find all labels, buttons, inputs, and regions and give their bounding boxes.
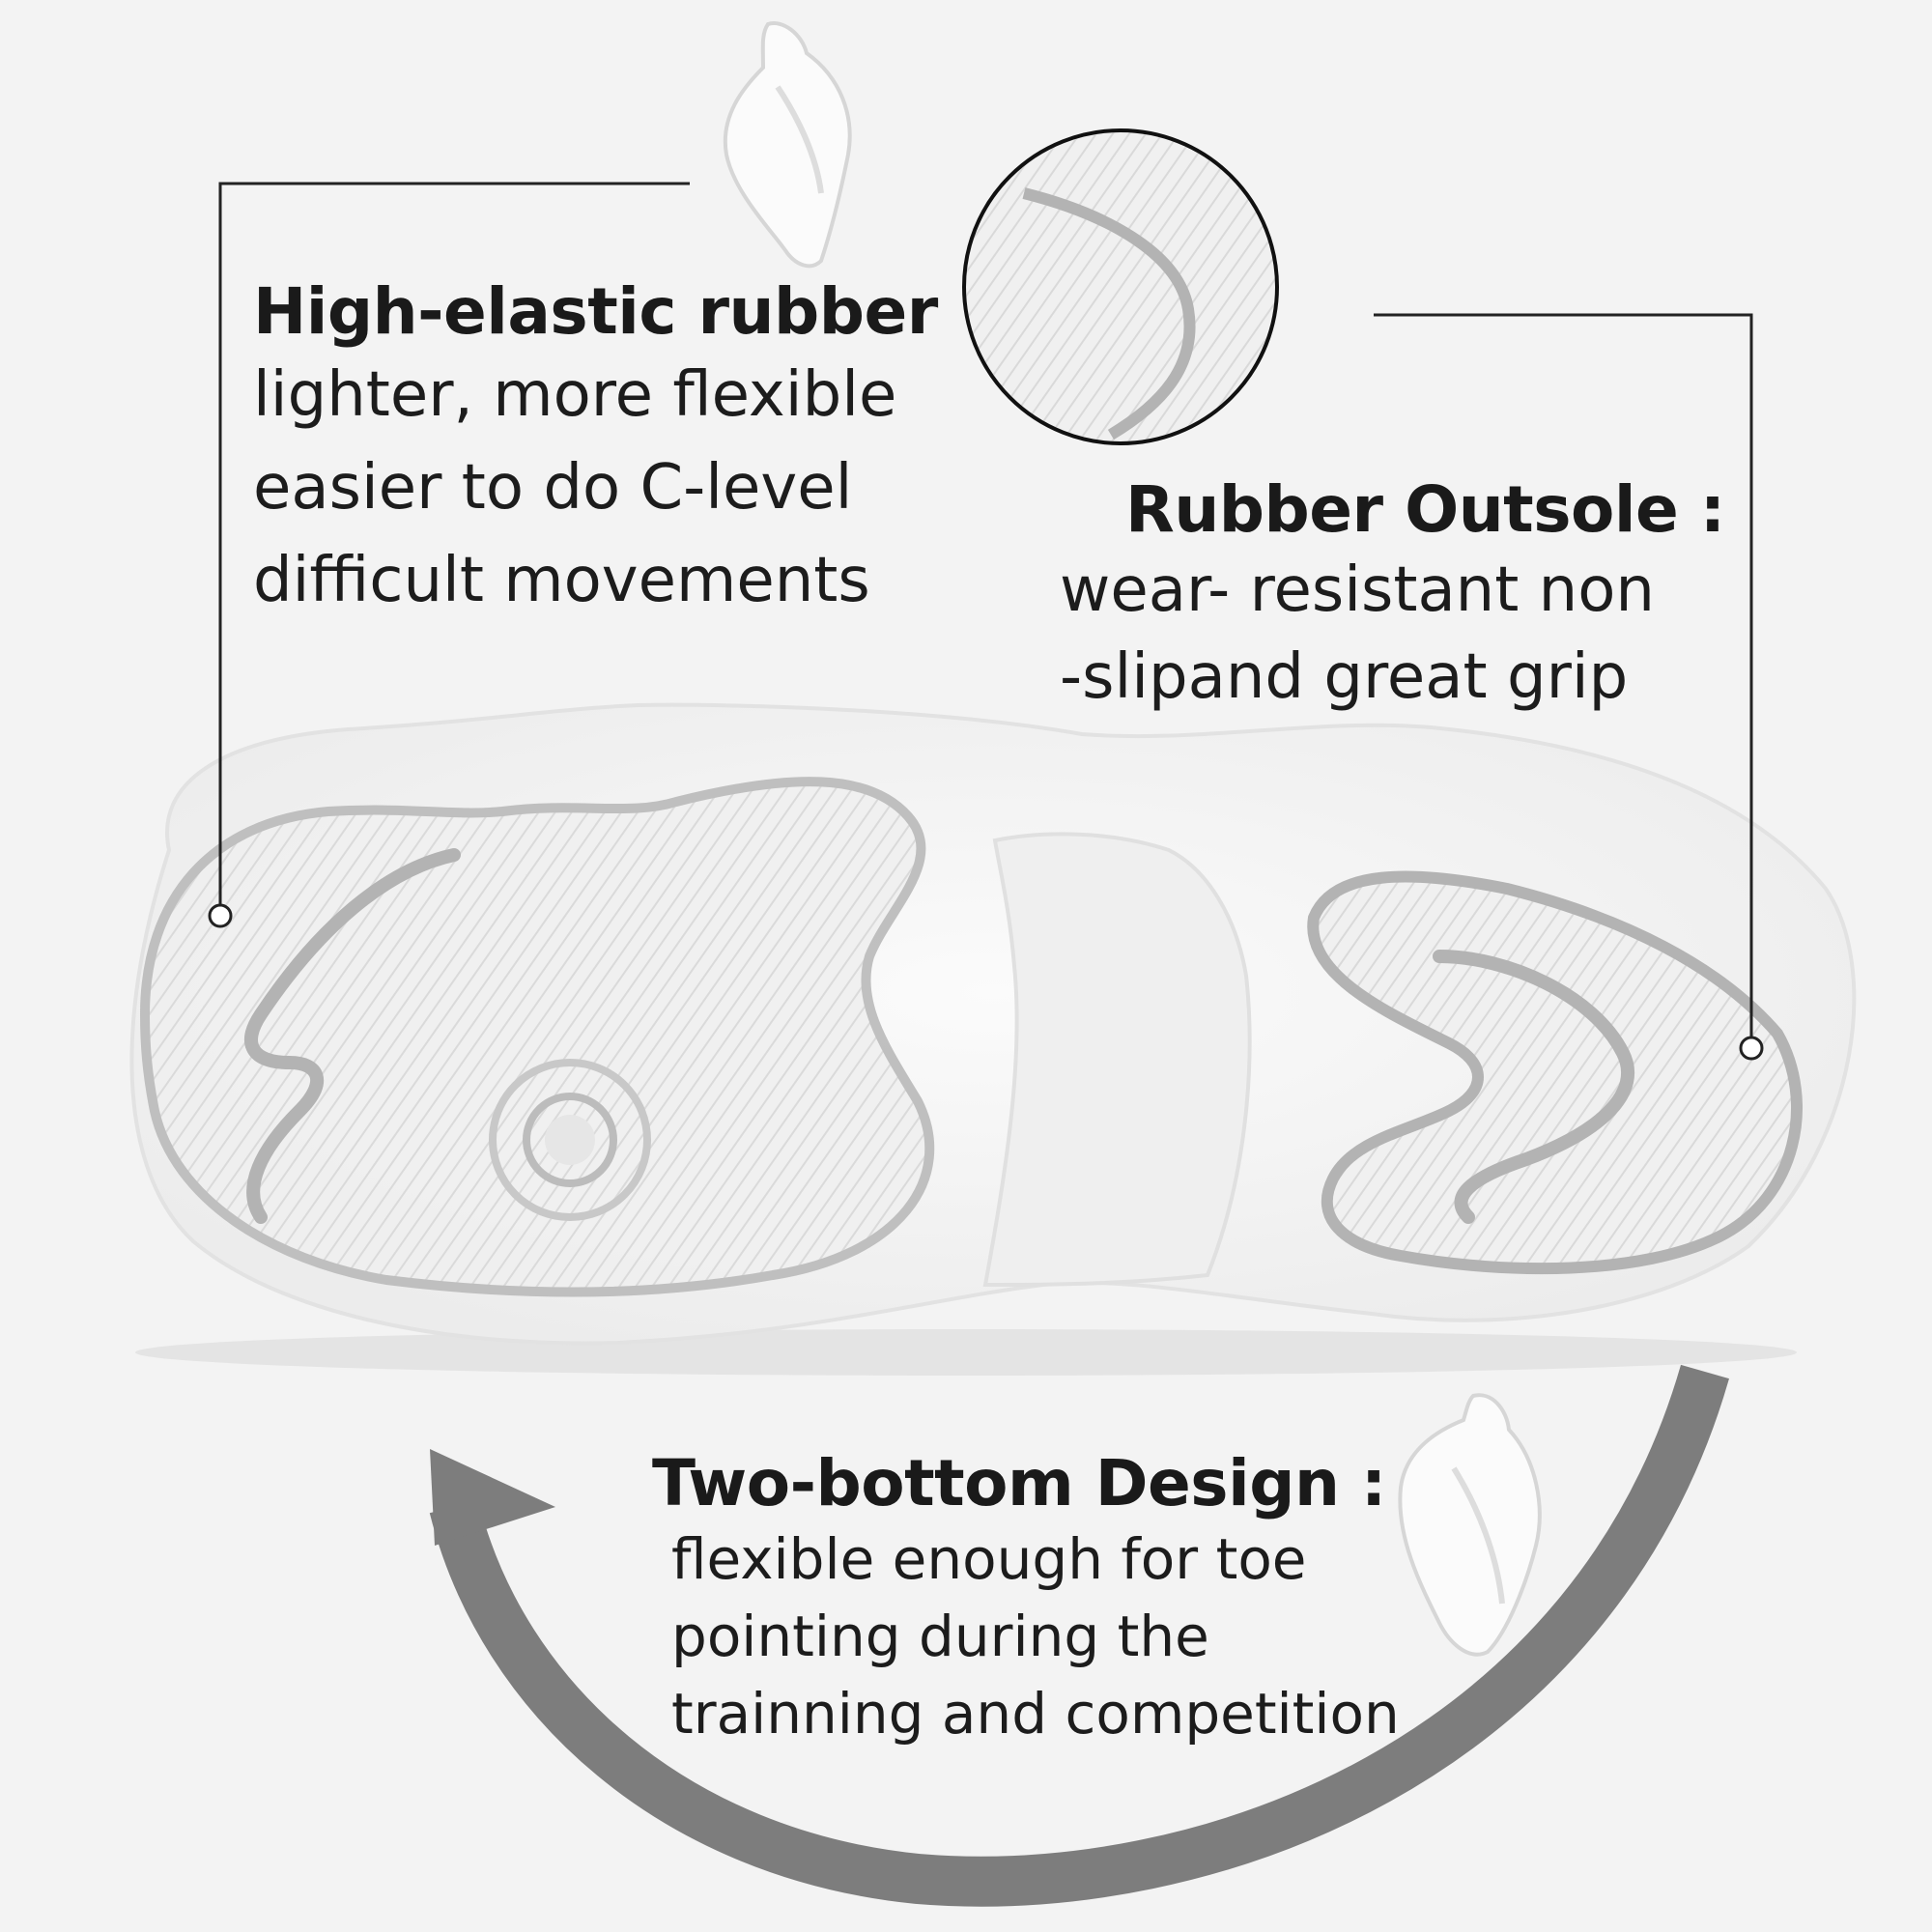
pivot-outer-ring: [489, 1059, 651, 1221]
floor-shadow: [135, 1329, 1797, 1376]
elastic-line-2: easier to do C-level: [253, 451, 853, 524]
pivot-center: [545, 1115, 595, 1165]
pivot-inner-ring: [523, 1093, 617, 1187]
heel-tread-area: [139, 777, 935, 1297]
shoe-thumbnail-icon: [1398, 1393, 1542, 1657]
outsole-leader-line: [1374, 313, 1753, 1046]
shoe-thumbnail-icon: [723, 21, 852, 269]
tread-zoom-icon: [962, 128, 1279, 445]
two-bottom-line-2: pointing during the: [671, 1603, 1209, 1669]
outsole-line-2: -slipand great grip: [1060, 640, 1629, 713]
outsole-heading: Rubber Outsole :: [1125, 472, 1725, 547]
elastic-heading: High-elastic rubber: [253, 274, 938, 349]
elastic-pointer-dot: [208, 903, 233, 928]
shoe-sole: [129, 702, 1857, 1346]
elastic-callout: High-elastic rubber lighter, more flexib…: [253, 275, 938, 627]
curved-arrow-icon: [429, 1364, 1729, 1907]
two-bottom-line-1: flexible enough for toe: [671, 1525, 1307, 1592]
arch-mesh: [982, 832, 1252, 1288]
forefoot-tread-area: [1307, 870, 1803, 1275]
forefoot-v-outline: [1433, 950, 1634, 1224]
two-bottom-callout: Two-bottom Design : flexible enough for …: [652, 1447, 1400, 1752]
elastic-line-3: difficult movements: [253, 544, 870, 616]
elastic-leader-line: [218, 182, 690, 916]
elastic-line-1: lighter, more flexible: [253, 358, 897, 431]
outsole-callout: Rubber Outsole : wear- resistant non -sl…: [1060, 473, 1725, 721]
two-bottom-heading: Two-bottom Design :: [652, 1446, 1386, 1520]
outsole-line-1: wear- resistant non: [1060, 554, 1655, 626]
two-bottom-line-3: trainning and competition: [671, 1680, 1400, 1747]
outsole-pointer-dot: [1739, 1036, 1764, 1061]
heel-s-outline: [244, 848, 461, 1224]
